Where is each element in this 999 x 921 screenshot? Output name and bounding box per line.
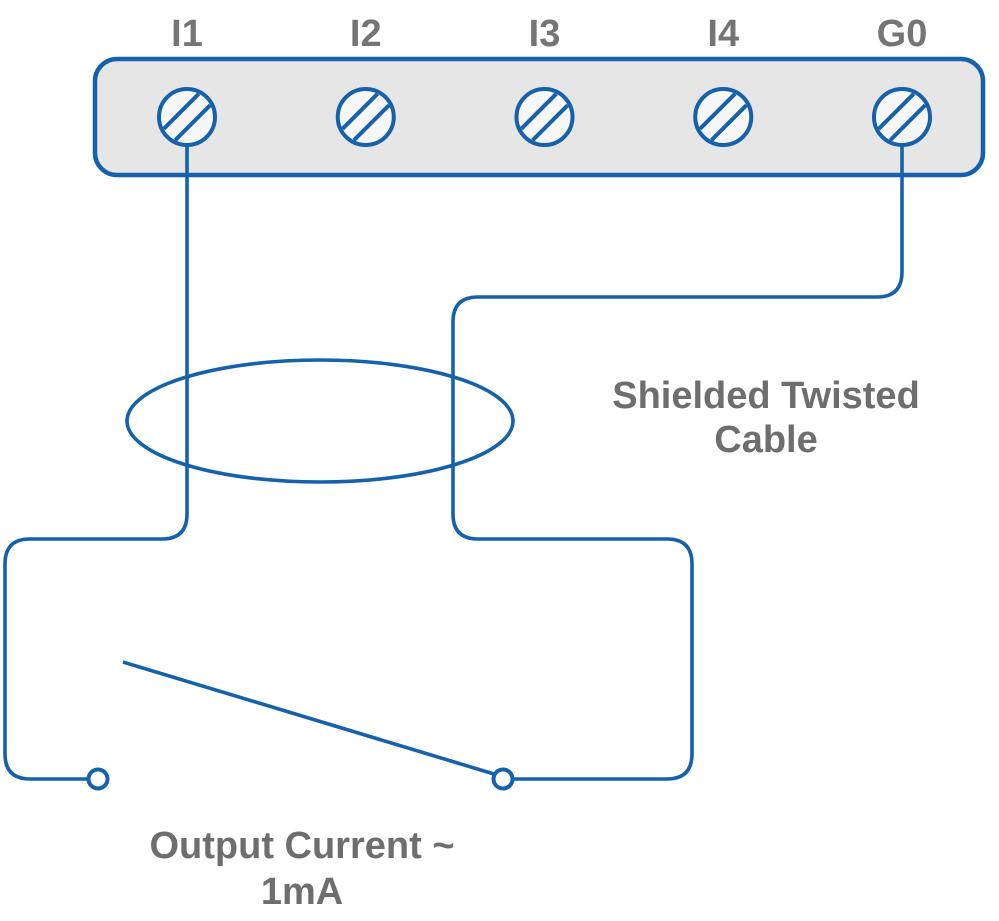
terminal-i4: I4 [693,13,754,147]
output-annotation-line2: 1mA [261,871,343,913]
screw-terminal-icon [335,87,396,147]
switch-contact-right-icon [491,767,515,791]
screw-slot-icon [173,103,212,142]
wire-g0 [451,145,904,781]
terminal-i2: I2 [335,13,396,147]
cable-annotation-line1: Shielded Twisted [612,375,920,417]
terminal-label: I4 [707,13,739,55]
screw-slot-icon [877,92,916,131]
switch-contact-left-icon [86,767,110,791]
screw-slot-icon [341,92,379,131]
screw-terminal-icon [514,87,575,147]
terminal-label: I2 [350,13,382,55]
terminal-label: I1 [171,13,203,55]
wire-i1 [3,145,189,781]
screw-slot-icon [352,103,391,142]
screw-terminal-icon [872,87,932,147]
screw-slot-icon [710,103,748,142]
screw-terminal-icon [693,87,754,147]
screw-slot-icon [698,92,737,131]
screw-terminal-icon [157,87,217,147]
screw-slot-icon [531,103,570,142]
cable-loop-icon [125,358,515,484]
cable-annotation-line2: Cable [714,419,817,461]
terminal-i1: I1 [157,13,217,147]
switch-lever-icon [122,660,495,776]
screw-slot-icon [519,92,558,131]
screw-slot-icon [888,103,927,142]
terminal-i3: I3 [514,13,575,147]
terminal-label: I3 [529,13,561,55]
terminal-label: G0 [877,13,928,55]
screw-slot-icon [162,92,201,131]
output-annotation-line1: Output Current ~ [149,825,454,867]
